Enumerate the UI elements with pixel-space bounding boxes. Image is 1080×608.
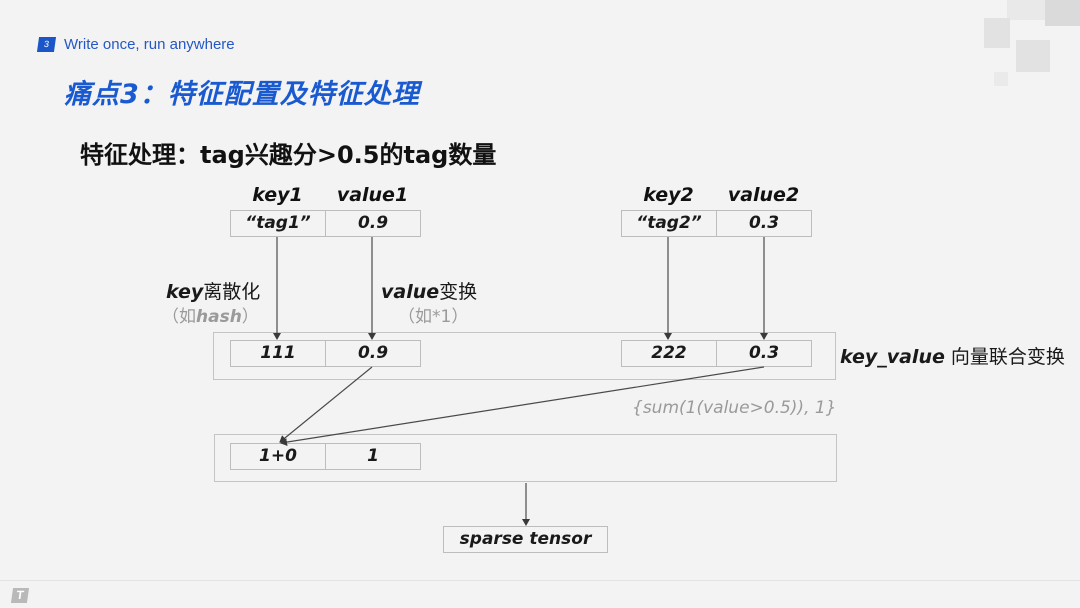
section-label: Write once, run anywhere [64,36,235,53]
aggregation-formula: {sum(1(value>0.5)), 1} [632,398,837,418]
decor-square [1045,0,1080,26]
arrow-value1-to-result [279,366,373,443]
key-hash-hint: （如hash） [162,302,259,327]
hashed-key2-cell: 222 [621,340,717,367]
joint-transform-label: key_value 向量联合变换 [840,342,1065,369]
key-discretize-label: key离散化 [166,277,260,304]
result-key-cell: 1+0 [230,443,326,470]
joint-transform-text: 向量联合变换 [944,346,1065,368]
decor-square [1007,0,1045,20]
input-key2-cell: “tag2” [621,210,717,237]
arrow-value2-to-result [280,366,765,447]
key-discretize-text: 离散化 [203,281,261,303]
key-value-frame [213,332,836,380]
hash-term: hash [196,307,242,327]
result-frame [214,434,837,482]
page-title: 痛点3：特征配置及特征处理 [64,79,420,110]
result-value-cell: 1 [325,443,421,470]
decor-square [984,18,1010,48]
decor-square [1016,40,1050,72]
sparse-tensor-box: sparse tensor [443,526,608,553]
key-value-term: key_value [840,346,945,368]
transformed-value2-cell: 0.3 [716,340,812,367]
input-key1-cell: “tag1” [230,210,326,237]
value1-header: value1 [336,184,409,206]
footer-divider [0,580,1080,581]
hashed-key1-cell: 111 [230,340,326,367]
decor-square [994,72,1008,86]
key2-header: key2 [643,184,694,206]
hint-close: ） [241,307,259,327]
input-value2-cell: 0.3 [716,210,812,237]
hint-open: （如 [162,307,196,327]
value-transform-text: 变换 [439,281,478,303]
diagram-subtitle: 特征处理：tag兴趣分>0.5的tag数量 [80,141,497,169]
transformed-value1-cell: 0.9 [325,340,421,367]
value2-header: value2 [727,184,800,206]
value-transform-label: value变换 [381,277,477,304]
value-term: value [381,281,440,303]
key-term: key [166,281,204,303]
key1-header: key1 [252,184,303,206]
value-multiply-hint: （如*1） [398,307,469,327]
input-value1-cell: 0.9 [325,210,421,237]
footer-logo-icon: T [10,588,30,603]
